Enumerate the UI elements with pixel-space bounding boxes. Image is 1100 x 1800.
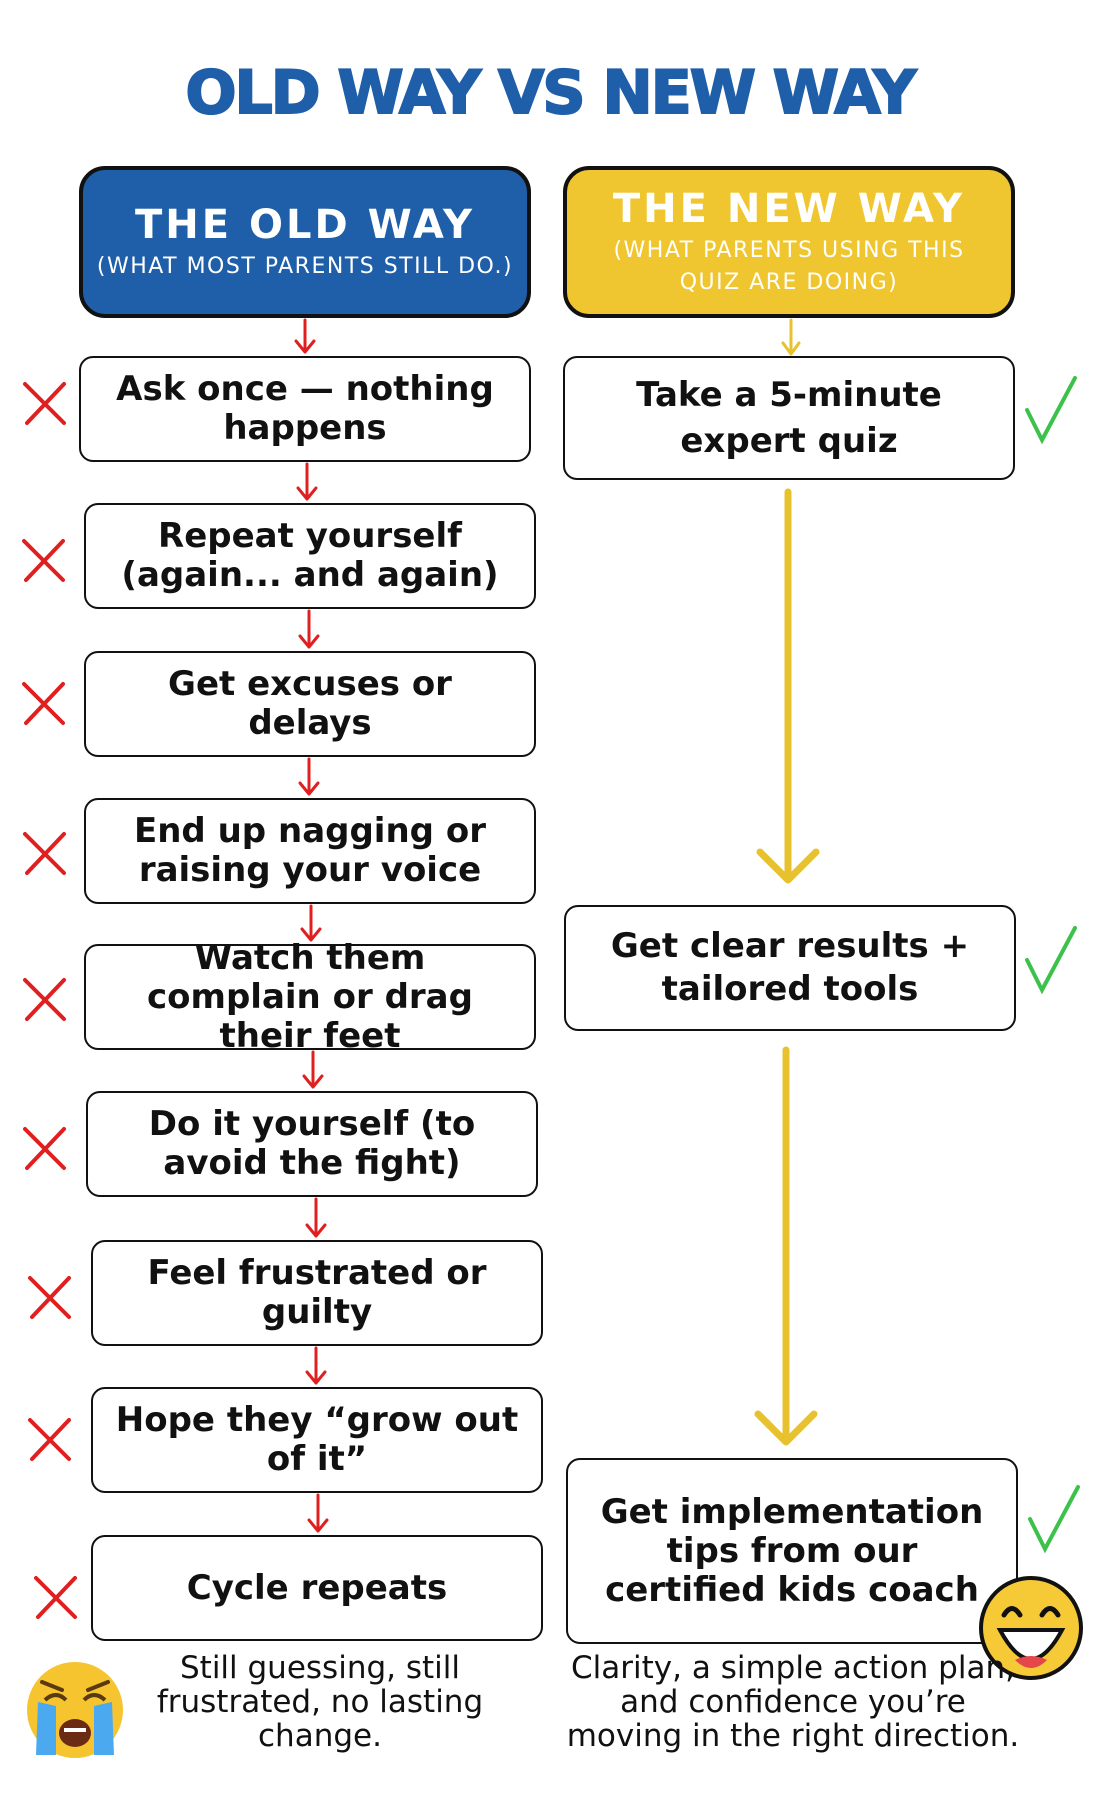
new-way-header-title: THE NEW WAY [612,186,966,232]
old-step-7: Feel frustrated or guilty [91,1240,543,1346]
green-check-icon [1025,376,1080,1554]
red-x-icon [22,382,77,1619]
grinning-face-emoji [979,1576,1083,1680]
old-step-1: Ask once — nothing happens [79,356,531,462]
old-step-2-label: Repeat yourself (again... and again) [121,516,499,595]
old-step-4-label: End up nagging or raising your voice [134,811,486,890]
new-flow-arrows [754,318,820,1446]
new-way-caption: Clarity, a simple action plan, and confi… [566,1650,1020,1754]
old-step-9-label: Cycle repeats [186,1567,448,1608]
old-way-header: THE OLD WAY (WHAT MOST PARENTS STILL DO.… [79,166,531,318]
crying-face-emoji [27,1662,123,1758]
old-step-8-label: Hope they “grow out of it” [115,1400,519,1479]
old-step-6-label: Do it yourself (to avoid the fight) [148,1104,476,1183]
old-step-8: Hope they “grow out of it” [91,1387,543,1493]
new-step-1-label: Take a 5-minute expert quiz [636,375,942,461]
old-step-9: Cycle repeats [91,1535,543,1641]
old-step-6: Do it yourself (to avoid the fight) [86,1091,538,1197]
old-way-header-title: THE OLD WAY [134,202,476,248]
old-step-1-label: Ask once — nothing happens [116,369,494,448]
old-step-7-label: Feel frustrated or guilty [147,1253,487,1332]
old-step-2: Repeat yourself (again... and again) [84,503,536,609]
old-step-5: Watch them complain or drag their feet [84,938,536,1055]
new-way-header: THE NEW WAY (WHAT PARENTS USING THIS QUI… [563,166,1015,318]
new-step-2: Get clear results + tailored tools [564,905,1016,1031]
page-title: OLD WAY VS NEW WAY [185,57,918,129]
old-step-3-label: Get excuses or delays [168,664,452,743]
new-step-3-label: Get implementation tips from our certifi… [600,1491,984,1610]
new-step-3: Get implementation tips from our certifi… [566,1458,1018,1644]
new-step-2-label: Get clear results + tailored tools [610,926,970,1009]
new-way-header-subtitle: (WHAT PARENTS USING THIS QUIZ ARE DOING) [613,238,965,295]
old-way-header-subtitle: (WHAT MOST PARENTS STILL DO.) [96,254,514,279]
old-flow-arrows [294,318,329,1533]
old-way-caption: Still guessing, still frustrated, no las… [156,1650,484,1754]
old-step-5-label: Watch them complain or drag their feet [147,937,473,1056]
old-step-3: Get excuses or delays [84,651,536,757]
old-step-4: End up nagging or raising your voice [84,798,536,904]
new-step-1: Take a 5-minute expert quiz [563,356,1015,480]
